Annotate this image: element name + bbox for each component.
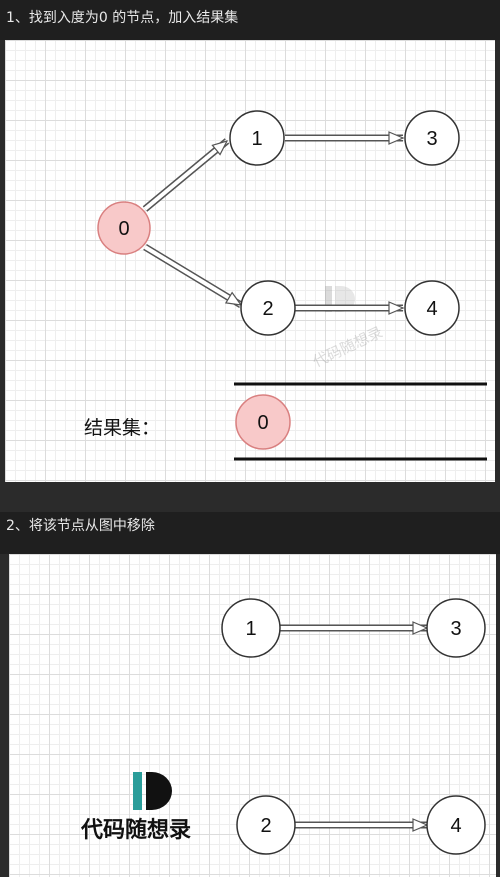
result-item-0: 0 [235,394,291,450]
node-1: 1 [221,598,281,658]
node-4-label: 4 [450,815,461,837]
logo-text: 代码随想录 [80,817,191,843]
node-1-label: 1 [251,128,262,150]
node-0: 0 [97,201,151,255]
result-item-label: 0 [257,412,268,434]
edge-0-2 [143,244,243,308]
step1-diagram: 代码随想录 0 1 2 [5,40,495,482]
logo: 代码随想录 [80,772,191,843]
node-3-label: 3 [450,618,461,640]
node-3: 3 [426,598,486,658]
step1-title: 1、找到入度为0 的节点，加入结果集 [6,10,239,26]
step2-title: 2、将该节点从图中移除 [6,518,155,534]
step2-graph: 1 3 2 4 代码随想录 [80,598,486,855]
logo-bar-icon [133,772,142,810]
node-4-label: 4 [426,298,437,320]
node-2-label: 2 [262,298,273,320]
node-1-label: 1 [245,618,256,640]
step1-header: 1、找到入度为0 的节点，加入结果集 [0,0,500,40]
result-label: 结果集： [84,417,160,439]
logo-d-icon [146,772,172,810]
node-1: 1 [229,110,285,166]
node-0-label: 0 [118,218,129,240]
step1-graph: 代码随想录 0 1 2 [84,110,487,461]
watermark-logo: 代码随想录 [310,286,386,371]
node-2: 2 [236,795,296,855]
node-3-label: 3 [426,128,437,150]
step2-header: 2、将该节点从图中移除 [0,512,500,554]
node-2-label: 2 [260,815,271,837]
node-3: 3 [404,110,460,166]
step2-diagram: 1 3 2 4 代码随想录 [9,554,496,877]
node-4: 4 [404,280,460,336]
node-2: 2 [240,280,296,336]
watermark-text: 代码随想录 [310,323,386,371]
edge-0-1 [142,138,230,212]
node-4: 4 [426,795,486,855]
